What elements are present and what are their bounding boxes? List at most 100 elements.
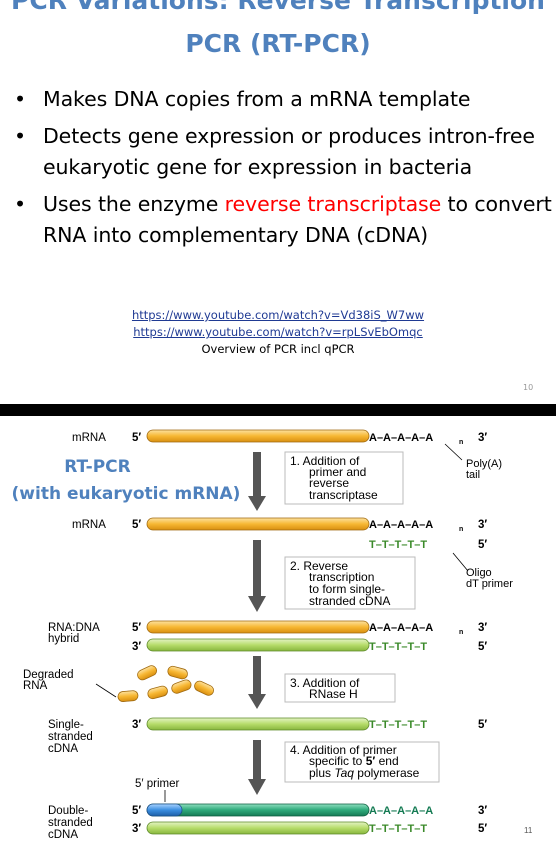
bullet-dot: • [14, 124, 26, 148]
bullet-dot: • [14, 192, 26, 216]
down-arrow-icon [248, 452, 266, 511]
step-1-line-4: transcriptase [309, 488, 378, 502]
oligo-pointer [452, 552, 469, 572]
step-2-line-4: stranded cDNA [309, 594, 390, 608]
label-3prime: 3′ [132, 823, 141, 835]
cdna-strand [146, 717, 370, 731]
label-5prime: 5′ [132, 432, 141, 444]
bullet-item: • Detects gene expression or produces in… [14, 121, 554, 183]
label-3prime: 3′ [478, 432, 487, 444]
poly-t-sequence: T–T–T–T–T [369, 719, 427, 731]
mrna-strand [146, 620, 370, 634]
mrna-strand [146, 517, 370, 531]
label-cdna: cDNA [48, 743, 78, 755]
step-1-line-1: 1. Addition of [290, 454, 360, 468]
poly-a-n: n [459, 439, 463, 446]
slide-title-line2: PCR (RT-PCR) [185, 29, 371, 58]
label-3prime: 3′ [478, 519, 487, 531]
label-single: Single- [48, 719, 84, 731]
label-double-stranded: stranded [48, 817, 93, 829]
label-5prime: 5′ [478, 719, 487, 731]
step-1-box [284, 451, 404, 505]
slide-divider [0, 404, 556, 416]
label-degraded-rna: RNA [23, 680, 48, 692]
step-2-line-1: 2. Reverse [290, 559, 348, 573]
label-5prime: 5′ [478, 823, 487, 835]
poly-a-sequence: A–A–A–A–A [369, 622, 433, 634]
degraded-pointer [95, 683, 117, 698]
label-rna-dna: RNA:DNA [48, 622, 100, 634]
poly-a-sequence: A–A–A–A–A [369, 805, 433, 817]
label-3prime: 3′ [478, 805, 487, 817]
step-1-line-2: primer and [309, 465, 366, 479]
mrna-strand [146, 429, 370, 443]
rt-pcr-diagram: mRNA 5′ A–A–A–A–A n 3′ Poly(A) tail 1. A… [23, 429, 533, 841]
poly-t-sequence: T–T–T–T–T [369, 823, 427, 835]
label-mrna: mRNA [72, 432, 106, 444]
video-links: https://www.youtube.com/watch?v=Vd38iS_W… [0, 307, 556, 358]
label-stranded: stranded [48, 731, 93, 743]
label-polya-2: tail [466, 469, 480, 481]
step-4-line-3: plus Taq polymerase [309, 766, 420, 780]
bullet-text-after: to convert RNA into complementary DNA (c… [43, 192, 552, 247]
poly-a-sequence: A–A–A–A–A [369, 519, 433, 531]
label-double-cdna: cDNA [48, 829, 78, 841]
bullet-text: Makes DNA copies from a mRNA template [43, 87, 471, 111]
oligo-dt-sequence: T–T–T–T–T [369, 539, 427, 551]
step-4-line-2: specific to 5′ end [309, 754, 399, 768]
label-5prime: 5′ [132, 622, 141, 634]
highlight-reverse-transcriptase: reverse transcriptase [224, 192, 442, 216]
bullet-item: • Makes DNA copies from a mRNA template [14, 84, 554, 115]
label-3prime: 3′ [478, 622, 487, 634]
bullet-text: Detects gene expression or produces intr… [43, 124, 535, 179]
poly-t-sequence: T–T–T–T–T [369, 641, 427, 653]
poly-a-n: n [459, 629, 463, 636]
label-5prime: 5′ [132, 805, 141, 817]
slide-10: PCR Variations: Reverse Transcription PC… [0, 0, 556, 404]
youtube-link-1[interactable]: https://www.youtube.com/watch?v=Vd38iS_W… [131, 308, 425, 322]
links-caption: Overview of PCR incl qPCR [201, 342, 355, 356]
label-hybrid: hybrid [48, 633, 79, 645]
step-2-box [284, 556, 416, 610]
primer-segment [146, 803, 183, 817]
cdna-strand [146, 821, 370, 835]
bullet-list: • Makes DNA copies from a mRNA template … [14, 84, 554, 257]
bullet-item: • Uses the enzyme reverse transcriptase … [14, 189, 554, 251]
down-arrow-icon [248, 656, 266, 709]
poly-a-sequence: A–A–A–A–A [369, 432, 433, 444]
step-4-box [284, 741, 440, 783]
label-double: Double- [48, 805, 88, 817]
step-2-line-3: to form single- [309, 582, 385, 596]
step-1-line-3: reverse [309, 476, 349, 490]
step-4-line-1: 4. Addition of primer [290, 743, 397, 757]
youtube-link-2[interactable]: https://www.youtube.com/watch?v=rpLSvEbO… [133, 325, 423, 339]
label-5prime: 5′ [132, 519, 141, 531]
label-3prime: 3′ [132, 641, 141, 653]
down-arrow-icon [248, 540, 266, 612]
label-mrna: mRNA [72, 519, 106, 531]
step-3-line-1: 3. Addition of [290, 676, 360, 690]
bullet-text-before: Uses the enzyme [43, 192, 225, 216]
label-oligo-2: dT primer [466, 578, 513, 590]
label-polya-1: Poly(A) [466, 458, 502, 470]
label-5prime: 5′ [478, 539, 487, 551]
label-5-primer: 5′ primer [135, 778, 180, 790]
step-3-box [284, 673, 396, 703]
label-3prime: 3′ [132, 719, 141, 731]
rt-pcr-heading: RT-PCR [64, 457, 131, 477]
label-degraded: Degraded [23, 669, 74, 681]
cdna-strand [146, 638, 370, 652]
bullet-dot: • [14, 87, 26, 111]
label-oligo-1: Oligo [466, 567, 492, 579]
slide-11: RT-PCR (with eukaryotic mRNA) [0, 416, 556, 845]
slide-title-line1: PCR Variations: Reverse Transcription [11, 0, 545, 15]
page-number: 10 [523, 383, 534, 392]
rna-fragments [117, 665, 214, 702]
page-number: 11 [524, 826, 533, 835]
down-arrow-icon [248, 740, 266, 795]
poly-a-n: n [459, 526, 463, 533]
label-5prime: 5′ [478, 641, 487, 653]
polya-pointer [444, 443, 463, 461]
step-2-line-2: transcription [309, 570, 374, 584]
rt-pcr-subheading: (with eukaryotic mRNA) [11, 484, 241, 504]
